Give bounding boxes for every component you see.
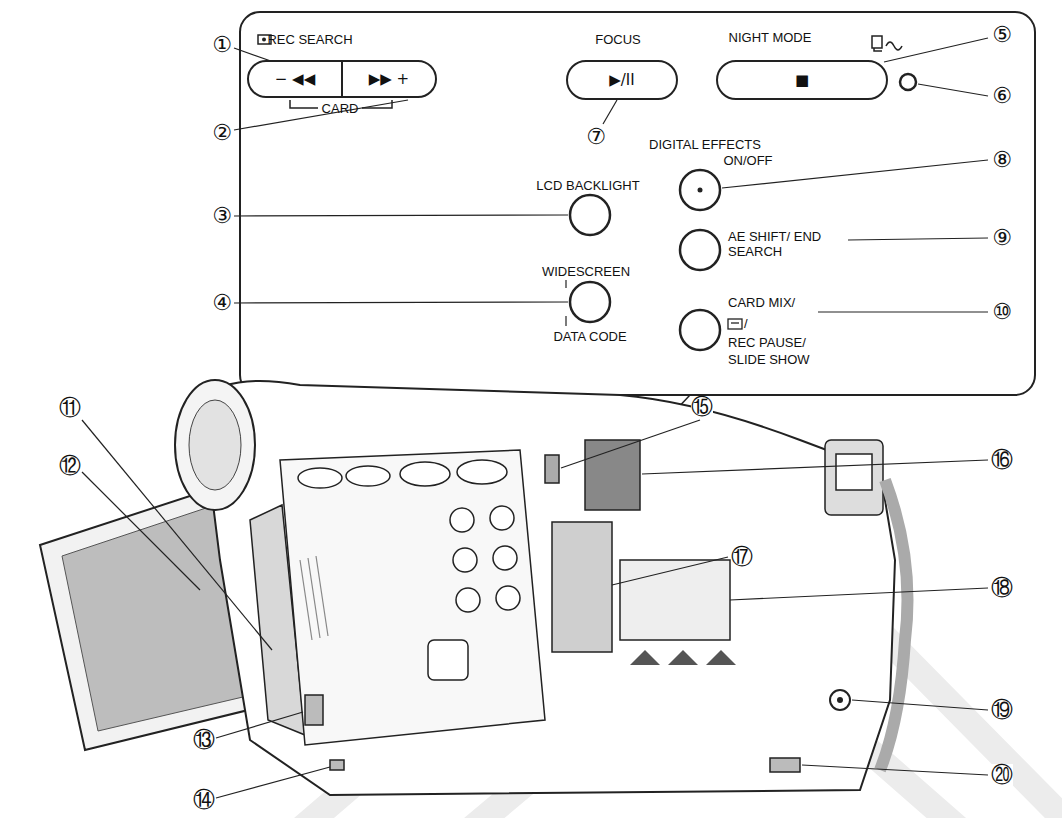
button-label: SLIDE SHOW (728, 353, 810, 368)
callout-number: ⑮ (691, 396, 713, 418)
callout-number: ⑳ (991, 764, 1013, 786)
callout-number: ④ (212, 292, 232, 314)
button-label: FOCUS (595, 33, 641, 48)
callout-number: ⑤ (992, 24, 1012, 46)
callout-number: ② (212, 122, 232, 144)
callout-number: ⑩ (992, 301, 1012, 323)
control-button: ▶/II (566, 60, 678, 100)
button-label: REC PAUSE/ (728, 336, 806, 351)
callout-number: ⑰ (731, 546, 753, 568)
callout-number: ⑫ (59, 455, 81, 477)
callout-number: ⑲ (991, 699, 1013, 721)
callout-number: ③ (212, 205, 232, 227)
callout-number: ⑧ (992, 149, 1012, 171)
callout-number: ⑪ (59, 397, 81, 419)
button-label: CARD (322, 102, 359, 117)
leader-lines (82, 38, 988, 798)
button-label: NIGHT MODE (729, 31, 812, 46)
callout-number: ⑦ (586, 126, 606, 148)
button-label: / (744, 317, 748, 332)
button-symbol: ▶▶ + (369, 70, 409, 88)
callout-number: ⑱ (991, 577, 1013, 599)
callout-number: ⑥ (992, 85, 1012, 107)
button-symbol: − ◀◀ (275, 70, 315, 88)
control-button: ▶▶ + (341, 60, 437, 98)
callout-number: ⑨ (992, 227, 1012, 249)
button-symbol: ■ (795, 71, 809, 89)
button-label: ON/OFF (723, 154, 772, 169)
button-symbol: ▶/II (609, 71, 634, 89)
inset-panel (240, 12, 1035, 395)
button-label: AE SHIFT/ END SEARCH (728, 230, 824, 260)
callout-number: ⑬ (193, 729, 215, 751)
control-button: ■ (716, 60, 888, 100)
button-label: DIGITAL EFFECTS (649, 138, 761, 153)
callout-number: ① (212, 34, 232, 56)
control-button: − ◀◀ (247, 60, 343, 98)
button-label: WIDESCREEN (542, 265, 630, 280)
callout-number: ⑭ (193, 789, 215, 811)
callout-number: ⑯ (991, 449, 1013, 471)
button-label: DATA CODE (553, 330, 626, 345)
button-label: REC SEARCH (267, 33, 352, 48)
button-label: LCD BACKLIGHT (536, 179, 639, 194)
button-label: CARD MIX/ (728, 296, 795, 311)
